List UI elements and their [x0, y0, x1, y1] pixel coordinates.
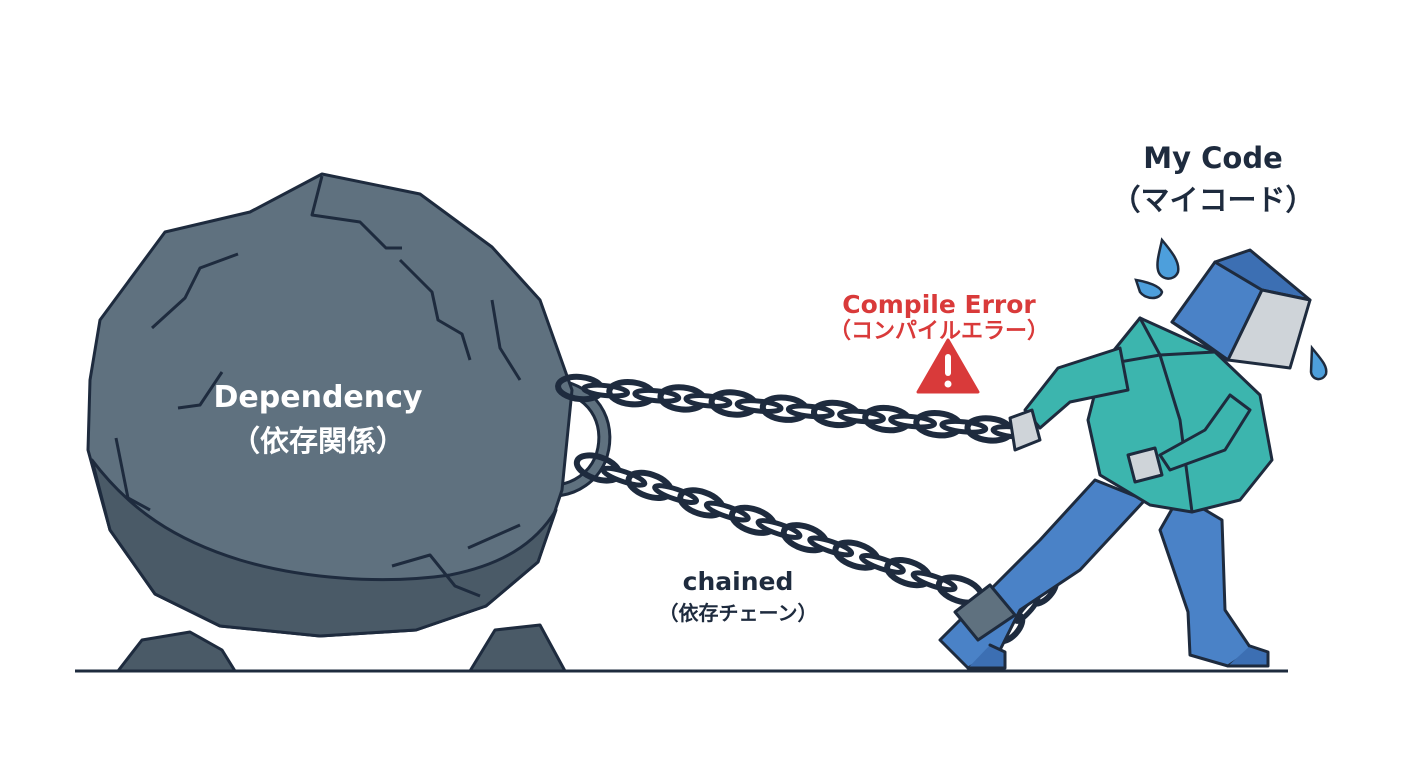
sweat-drop-icon	[1156, 237, 1180, 280]
chain-link	[939, 418, 989, 435]
chained-label-jp: （依存チェーン）	[659, 601, 818, 625]
boulder-shadow	[90, 458, 558, 638]
chain-link	[858, 552, 906, 575]
chain-link	[785, 403, 835, 420]
warning-triangle-icon	[916, 338, 980, 394]
lower-chain	[573, 452, 985, 606]
dependency-label-jp: （依存関係）	[231, 424, 405, 458]
lower-arm	[1158, 393, 1252, 472]
head-cube-side	[1226, 288, 1312, 370]
chain-link	[837, 408, 886, 425]
boulder-cracks	[114, 175, 522, 598]
chain-link	[910, 570, 958, 593]
compile-error-label: Compile Error	[842, 290, 1036, 319]
dependency-label: Dependency	[214, 380, 423, 415]
my-code-label: My Code	[1143, 141, 1283, 175]
chained-label: chained	[683, 567, 794, 596]
right-leg	[1158, 493, 1254, 668]
chain-link	[600, 465, 648, 488]
compile-error-label-jp: （コンパイルエラー）	[829, 319, 1049, 344]
sweat-drops	[1134, 237, 1328, 381]
chain-link	[807, 535, 855, 558]
upper-arm	[1023, 346, 1130, 430]
leg-cuff	[953, 583, 1017, 642]
chain-link	[888, 413, 937, 430]
chain-link	[632, 387, 682, 404]
sweat-drop-icon	[1309, 344, 1328, 381]
hand-cuff-lower	[1126, 446, 1164, 484]
left-leg	[938, 478, 1147, 670]
chain-link	[755, 518, 803, 540]
base-rock-left	[116, 630, 237, 673]
base-rock-right	[468, 623, 567, 673]
chain-link	[703, 500, 751, 523]
chain-link	[652, 483, 700, 506]
sweat-drop-icon	[1134, 278, 1164, 300]
chain-link	[581, 382, 630, 399]
my-code-label-jp: （マイコード）	[1111, 183, 1314, 217]
chain-link	[734, 398, 784, 415]
my-code-character	[938, 248, 1312, 670]
chain-link	[683, 392, 733, 409]
hand-cuff-upper	[1008, 408, 1042, 452]
dependency-boulder	[86, 172, 612, 673]
